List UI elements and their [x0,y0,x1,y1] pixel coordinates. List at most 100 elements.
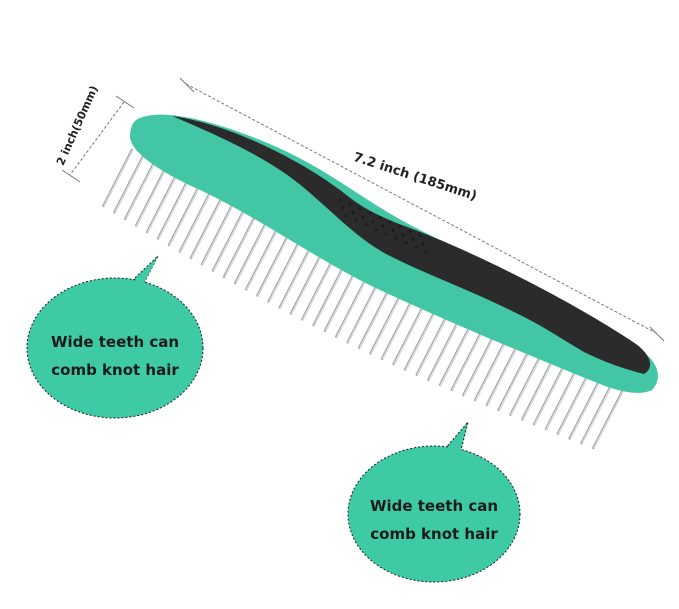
grip-dot [414,246,418,249]
comb-tooth-highlight [498,346,532,411]
comb-tooth [211,204,248,272]
grip-dot [338,198,342,202]
comb-teeth [102,148,624,450]
grip-dot [381,224,385,228]
comb-tooth [509,351,544,416]
handle-grip [172,116,651,374]
comb-tooth [156,176,191,240]
grip-dot [371,220,375,223]
comb-tooth [233,216,271,285]
callout-text-left: Wide teeth can comb knot hair [30,328,200,384]
comb-tooth [450,323,487,392]
comb-tooth-highlight [257,228,293,296]
comb-tooth [568,379,601,440]
grip-dot [418,234,422,238]
grip-dot [401,233,405,237]
comb-tooth-highlight [487,340,521,406]
comb-tooth [532,362,567,426]
grip-dot [404,241,408,245]
comb-tooth-highlight [224,211,259,278]
comb-tooth-highlight [180,188,213,252]
comb-tooth [438,317,476,387]
comb-tooth [580,385,612,445]
comb-tooth-highlight [522,357,555,420]
comb-tooth-highlight [451,324,487,391]
comb-tooth-highlight [103,149,134,207]
callout-left-line1: Wide teeth can [50,333,180,351]
grip-dot [354,219,358,222]
callout-left-line2: comb knot hair [51,361,179,379]
comb-tooth [189,193,225,260]
callout-bubble-left [26,255,204,419]
comb-tooth [497,345,533,412]
grip-dot [408,230,412,233]
comb-tooth-highlight [581,385,612,444]
grip-dot [398,225,402,229]
comb-tooth-highlight [147,172,179,233]
comb-tooth [222,210,259,279]
comb-tooth-highlight [136,166,168,226]
grip-dot [394,237,398,240]
comb-tooth-highlight [475,335,510,401]
comb-tooth-highlight [191,194,225,259]
grip-dot [384,232,388,236]
comb-tooth-highlight [202,200,236,265]
length-dimension-line [179,77,665,342]
comb-tooth [145,171,179,234]
grip-texture [338,198,428,254]
comb-tooth [473,334,510,402]
comb-tooth [113,154,145,214]
width-dimension-line [61,95,135,183]
comb-tooth [485,340,521,407]
comb-tooth-highlight [463,329,498,396]
grip-dot [378,216,382,220]
comb-tooth [245,221,282,291]
comb-tooth-highlight [593,391,623,449]
grip-dot [391,229,395,232]
comb-tooth [592,390,624,450]
grip-dot [348,203,352,206]
comb-handle [130,114,658,393]
callout-right-line1: Wide teeth can [369,497,499,515]
comb-tooth-highlight [235,217,270,284]
grip-dot [368,212,372,215]
comb-tooth-highlight [268,234,304,302]
comb-tooth [278,238,316,309]
grip-dot [341,206,345,210]
comb-tooth [134,165,168,227]
comb-tooth-highlight [169,183,202,246]
comb-tooth [102,148,134,208]
comb-tooth-highlight [510,352,544,415]
grip-dot [351,211,355,214]
grip-dot [358,207,362,211]
comb-tooth-highlight [534,363,567,425]
comb-tooth [544,368,578,431]
grip-dot [364,223,368,227]
comb-tooth-highlight [558,374,589,435]
comb-tooth-highlight [246,222,282,290]
grip-dot [411,238,415,241]
comb-tooth-highlight [546,369,578,430]
comb-tooth [178,188,214,253]
comb-tooth [256,227,293,297]
comb-tooth [267,233,305,303]
callout-bubble-right [347,421,521,583]
comb-tooth [167,182,202,247]
comb-tooth-highlight [440,318,475,386]
comb-tooth-highlight [213,205,247,271]
callout-right-line2: comb knot hair [370,525,498,543]
comb-tooth [462,328,498,397]
grip-dot [344,214,348,218]
grip-dot [374,228,378,231]
grip-dot [421,242,425,246]
comb-tooth-highlight [158,177,190,239]
comb-tooth [521,356,555,421]
callout-text-right: Wide teeth can comb knot hair [349,492,519,548]
comb-tooth [200,199,236,266]
comb-tooth-highlight [114,155,145,213]
grip-dot [424,250,428,254]
grip-dot [388,221,392,224]
comb-tooth-highlight [569,380,601,439]
grip-dot [361,215,365,219]
